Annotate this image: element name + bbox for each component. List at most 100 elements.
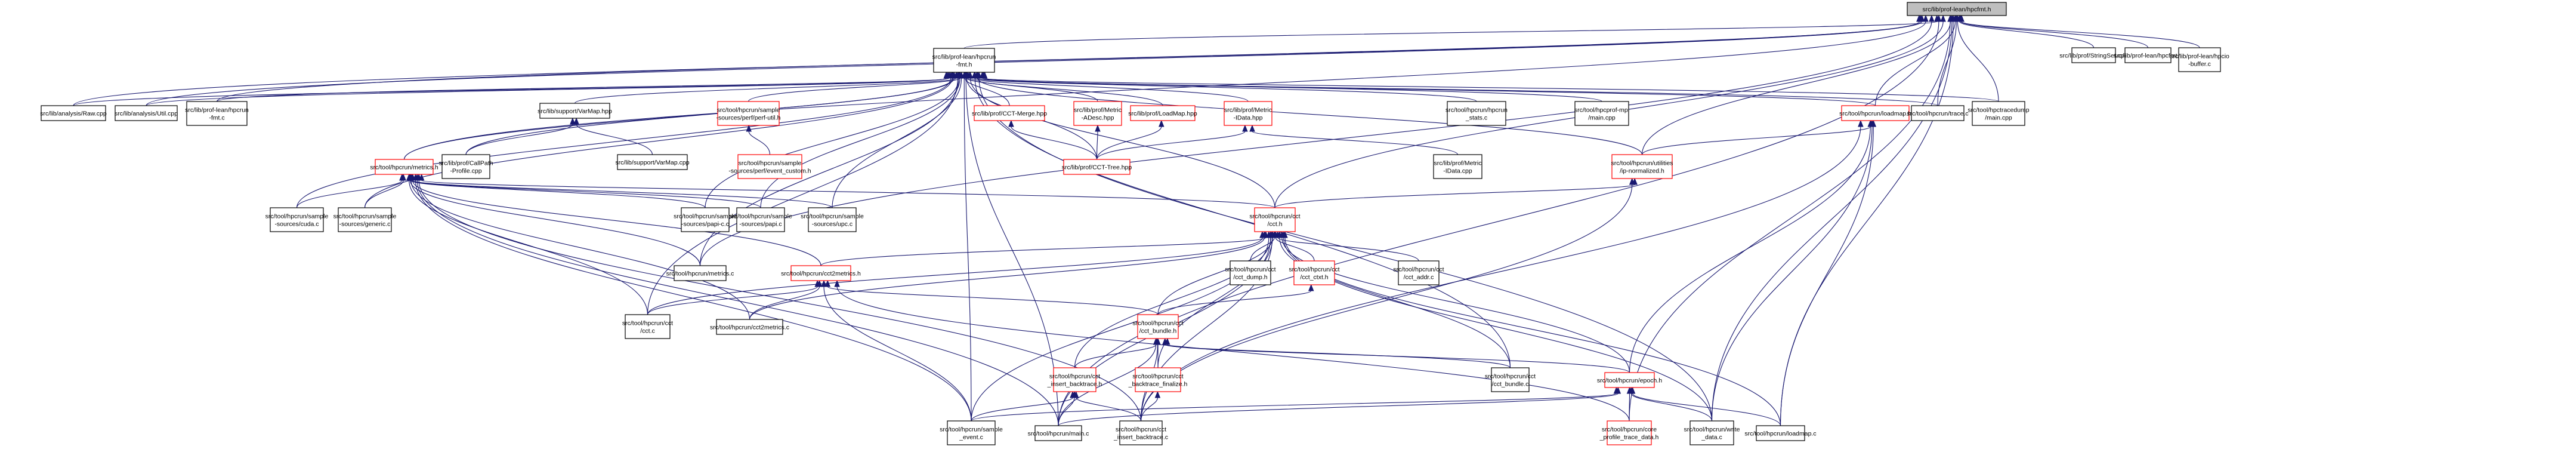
node-label: src/lib/prof/CCT-Merge.hpp xyxy=(972,110,1047,118)
node-box xyxy=(1756,425,1805,441)
node-label: /cct_dump.h xyxy=(1233,274,1267,281)
node-papi-c-c[interactable]: src/tool/hpcrun/sample-sources/papi-c.c xyxy=(674,207,737,232)
node-trace-c[interactable]: src/tool/hpcrun/trace.c xyxy=(1907,105,1969,121)
edge-line xyxy=(296,78,952,208)
node-cct-addr-c[interactable]: src/tool/hpcrun/cct/cct_addr.c xyxy=(1393,260,1444,285)
node-cct-h[interactable]: src/tool/hpcrun/cct/cct.h xyxy=(1249,207,1301,232)
node-varmap-hpp[interactable]: src/lib/support/VarMap.hpp xyxy=(538,103,612,119)
node-write-data-c[interactable]: src/tool/hpcrun/write_data.c xyxy=(1684,420,1740,445)
edge-line xyxy=(1058,397,1075,426)
edge-line xyxy=(748,78,960,102)
arrowhead-icon xyxy=(972,71,978,79)
node-hpcfmt-c[interactable]: src/lib/prof-lean/hpcfmt.c xyxy=(2114,47,2182,63)
node-cct-insert-backtrace-c[interactable]: src/tool/hpcrun/cct_insert_backtrace.c xyxy=(1113,420,1168,445)
node-label: src/tool/hpcprof-mpi xyxy=(1574,107,1629,114)
node-cct-merge-hpp[interactable]: src/lib/prof/CCT-Merge.hpp xyxy=(972,105,1047,121)
node-cct2metrics-c[interactable]: src/tool/hpcrun/cct2metrics.c xyxy=(710,319,789,335)
arrowhead-icon xyxy=(1923,14,1929,22)
node-label: src/tool/hpcrun/loadmap.c xyxy=(1744,430,1816,438)
node-label: src/lib/support/VarMap.hpp xyxy=(538,108,612,115)
node-label: src/tool/hpcrun/cct xyxy=(1393,266,1444,273)
edge-line xyxy=(1076,397,1142,422)
node-metric-idata-hpp[interactable]: src/lib/prof/Metric-IData.hpp xyxy=(1224,101,1272,126)
node-callpath-profile-cpp[interactable]: src/lib/prof/CallPath-Profile.cpp xyxy=(438,154,493,179)
node-box xyxy=(1491,367,1530,392)
arrowhead-icon xyxy=(816,279,823,287)
node-label: -sources/perf/event_custom.h xyxy=(728,168,811,175)
node-hpcrun-fmt-h[interactable]: src/lib/prof-lean/hpcrun-fmt.h xyxy=(932,48,996,73)
edge-line xyxy=(647,286,818,315)
node-hpcio-buffer-c[interactable]: src/lib/prof-lean/hpcio-buffer.c xyxy=(2170,47,2229,72)
arrowhead-icon xyxy=(1858,119,1864,127)
node-cct-bundle-h[interactable]: src/tool/hpcrun/cct/cct_bundle.h xyxy=(1132,314,1184,339)
node-label: -ADesc.hpp xyxy=(1082,115,1114,122)
arrowhead-icon xyxy=(1269,230,1275,238)
node-label: -sources/perf/perf-util.h xyxy=(716,115,781,122)
arrowhead-icon xyxy=(981,71,988,79)
edge-cct_c-to-cct_h xyxy=(647,230,1265,315)
node-box xyxy=(681,207,730,232)
node-hpcrun-stats-c[interactable]: src/tool/hpcrun/hpcrun_stats.c xyxy=(1445,101,1508,126)
edge-hpcrun_fmt_c-to-hpcrun_fmt_h xyxy=(216,71,952,102)
node-perf-event-custom-h[interactable]: src/tool/hpcrun/sample-sources/perf/even… xyxy=(728,154,811,179)
node-cct-dump-h[interactable]: src/tool/hpcrun/cct/cct_dump.h xyxy=(1225,260,1276,285)
node-hpcfmt-h[interactable]: src/lib/prof-lean/hpcfmt.h xyxy=(1907,2,2007,16)
arrowhead-icon xyxy=(1249,124,1255,132)
node-hpcrun-fmt-c[interactable]: src/lib/prof-lean/hpcrun-fmt.c xyxy=(185,101,249,126)
node-metric-idata-cpp[interactable]: src/lib/prof/Metric-IData.cpp xyxy=(1433,154,1482,179)
node-hpctracedump-main[interactable]: src/tool/hpctracedump/main.cpp xyxy=(1967,101,2030,126)
edge-line xyxy=(832,78,962,208)
node-cct-bundle-c[interactable]: src/tool/hpcrun/cct/cct_bundle.c xyxy=(1485,367,1536,392)
edge-line xyxy=(1058,393,1619,426)
edge-cct_addr_c-to-cct_h xyxy=(1275,230,1419,262)
arrowhead-icon xyxy=(1936,14,1942,22)
edge-line xyxy=(1074,344,1157,368)
node-loadmap-h[interactable]: src/tool/hpcrun/loadmap.h xyxy=(1839,105,1911,121)
edge-line xyxy=(216,21,1923,102)
node-cct-backtrace-finalize-h[interactable]: src/tool/hpcrun/cct_backtrace_finalize.h xyxy=(1128,367,1188,392)
node-main-c[interactable]: src/tool/hpcrun/main.c xyxy=(1028,425,1089,441)
node-label: src/tool/hpcrun/sample xyxy=(940,426,1003,433)
node-varmap-cpp[interactable]: src/lib/support/VarMap.cpp xyxy=(615,154,690,170)
node-cuda-c[interactable]: src/tool/hpcrun/sample-sources/cuda.c xyxy=(265,207,329,232)
node-hpcprof-mpi-main[interactable]: src/tool/hpcprof-mpi/main.cpp xyxy=(1574,101,1629,126)
node-cct2metrics-h[interactable]: src/tool/hpcrun/cct2metrics.h xyxy=(781,265,861,281)
edge-line xyxy=(1780,126,1874,426)
node-raw-cpp[interactable]: src/lib/analysis/Raw.cpp xyxy=(40,105,107,121)
node-label: src/tool/hpcrun/cct xyxy=(622,320,673,327)
node-metrics-c[interactable]: src/tool/hpcrun/metrics.c xyxy=(666,265,734,281)
node-label: -sources/papi.c xyxy=(739,221,782,228)
arrowhead-icon xyxy=(1261,230,1268,238)
node-cct-ctxt-h[interactable]: src/tool/hpcrun/cct/cct_ctxt.h xyxy=(1289,260,1340,285)
node-loadmap-hpp[interactable]: src/lib/prof/LoadMap.hpp xyxy=(1128,105,1197,121)
node-cct-insert-backtrace-h[interactable]: src/tool/hpcrun/cct_insert_backtrace.h xyxy=(1047,367,1102,392)
node-util-cpp[interactable]: src/lib/analysis/Util.cpp xyxy=(115,105,178,121)
edge-line xyxy=(984,78,1999,102)
node-generic-c[interactable]: src/tool/hpcrun/sample-sources/generic.c xyxy=(333,207,397,232)
arrowhead-icon xyxy=(949,71,955,79)
edge-cct_h-to-metrics_h xyxy=(418,173,1275,208)
node-upc-c[interactable]: src/tool/hpcrun/sample-sources/upc.c xyxy=(801,207,864,232)
node-label: src/tool/hpcrun/utilities xyxy=(1611,160,1673,167)
node-box xyxy=(1230,260,1271,285)
node-stringset-cpp[interactable]: src/lib/prof/StringSet.cpp xyxy=(2059,47,2128,63)
node-loadmap-c[interactable]: src/tool/hpcrun/loadmap.c xyxy=(1744,425,1817,441)
node-ip-normalized-h[interactable]: src/tool/hpcrun/utilities/ip-normalized.… xyxy=(1611,154,1673,179)
node-perf-util-h[interactable]: src/tool/hpcrun/sample-sources/perf/perf… xyxy=(716,101,781,126)
node-label: /cct_addr.c xyxy=(1404,274,1434,281)
node-sample-event-c[interactable]: src/tool/hpcrun/sample_event.c xyxy=(940,420,1003,445)
node-epoch-h[interactable]: src/tool/hpcrun/epoch.h xyxy=(1597,372,1662,388)
node-label: -Profile.cpp xyxy=(450,168,481,175)
node-cct-c[interactable]: src/tool/hpcrun/cct/cct.c xyxy=(622,314,673,339)
edge-line xyxy=(836,286,1630,422)
node-metric-adesc-hpp[interactable]: src/lib/prof/Metric-ADesc.hpp xyxy=(1073,101,1122,126)
node-metrics-h[interactable]: src/tool/hpcrun/metrics.h xyxy=(370,159,438,175)
edge-line xyxy=(820,237,1267,266)
node-cct-tree-hpp[interactable]: src/lib/prof/CCT-Tree.hpp xyxy=(1062,159,1132,175)
node-box xyxy=(2071,47,2116,63)
node-core-profile-trace-data-h[interactable]: src/tool/hpcrun/core_profile_trace_data.… xyxy=(1599,420,1659,445)
edge-line xyxy=(1157,237,1273,315)
node-box xyxy=(2124,47,2172,63)
node-papi-c[interactable]: src/tool/hpcrun/sample-sources/papi.c xyxy=(729,207,792,232)
arrowhead-icon xyxy=(963,71,969,79)
